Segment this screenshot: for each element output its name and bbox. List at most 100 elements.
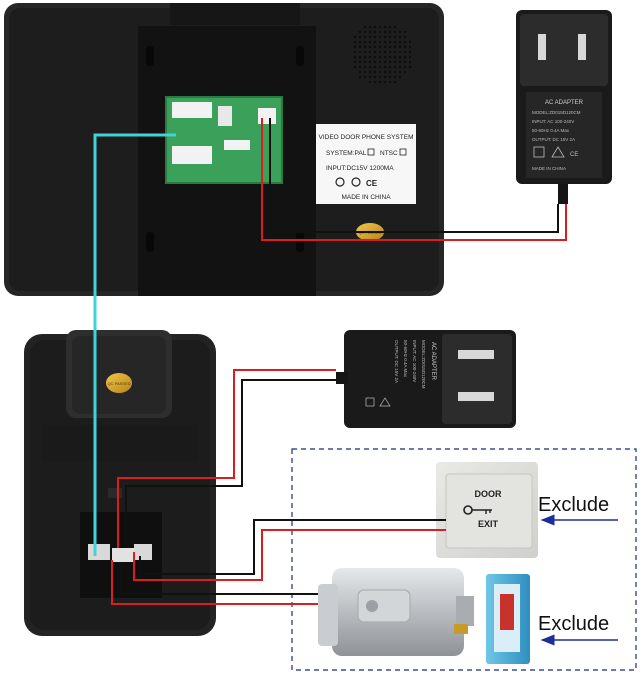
speaker-hole	[383, 55, 387, 59]
adapter-top-freq: 50-60Hz 0.4A Max	[532, 128, 570, 133]
lock-side-cover	[318, 584, 338, 646]
adapter-top-input: INPUT: AC 100-240V	[532, 119, 574, 124]
speaker-hole	[393, 35, 397, 39]
speaker-hole	[373, 70, 377, 74]
speaker-hole	[388, 30, 392, 34]
speaker-hole	[393, 55, 397, 59]
monitor-label-ntsc: NTSC	[380, 150, 398, 157]
exclude-label-lock: Exclude	[538, 613, 609, 635]
speaker-hole	[358, 45, 362, 49]
exit-button-door-text: DOOR	[475, 489, 503, 499]
speaker-hole	[408, 45, 412, 49]
speaker-hole	[373, 30, 377, 34]
terminal-block	[88, 544, 110, 560]
speaker-hole	[398, 35, 402, 39]
speaker-hole	[373, 25, 377, 29]
speaker-hole	[373, 75, 377, 79]
monitor-label-title: VIDEO DOOR PHONE SYSTEM	[319, 134, 414, 141]
speaker-hole	[368, 50, 372, 54]
speaker-hole	[378, 45, 382, 49]
adapter-top-output: OUTPUT: DC 15V 2A	[532, 137, 575, 142]
wire-cyan-signal	[93, 133, 176, 556]
speaker-hole	[388, 25, 392, 29]
adapter-bottom-freq: 50-60Hz 0.4A Max	[403, 340, 408, 378]
adapter-bottom-title: AC ADAPTER	[430, 342, 436, 381]
speaker-hole	[368, 35, 372, 39]
speaker-hole	[383, 75, 387, 79]
adapter-cable-strain-relief	[558, 184, 568, 204]
speaker-hole	[408, 55, 412, 59]
speaker-hole	[403, 60, 407, 64]
speaker-hole	[378, 50, 382, 54]
speaker-hole	[398, 50, 402, 54]
lock-bolt	[456, 596, 474, 626]
double-insulation-icon	[365, 397, 375, 407]
speaker-hole	[383, 80, 387, 84]
speaker-hole	[373, 35, 377, 39]
recycle-icon	[351, 177, 361, 187]
plug-prong-icon	[458, 350, 494, 359]
wire-red-lock	[111, 560, 318, 605]
speaker-hole	[388, 75, 392, 79]
speaker-hole	[403, 50, 407, 54]
lock-cylinder-icon	[366, 600, 378, 612]
speaker-hole	[398, 30, 402, 34]
speaker-hole	[358, 55, 362, 59]
wire-black-camera-power	[125, 379, 336, 548]
speaker-hole	[408, 40, 412, 44]
speaker-hole	[363, 75, 367, 79]
speaker-hole	[383, 65, 387, 69]
speaker-hole	[403, 45, 407, 49]
speaker-hole	[358, 65, 362, 69]
speaker-hole	[393, 45, 397, 49]
speaker-hole	[388, 55, 392, 59]
speaker-hole	[408, 65, 412, 69]
qc-seal-icon	[106, 373, 132, 393]
speaker-hole	[383, 25, 387, 29]
double-insulation-icon	[533, 146, 545, 158]
annotation-exclude-lock: Exclude	[538, 613, 618, 646]
speaker-hole	[388, 50, 392, 54]
speaker-hole	[363, 25, 367, 29]
speaker-hole	[368, 55, 372, 59]
speaker-hole	[368, 40, 372, 44]
speaker-hole	[388, 60, 392, 64]
exit-button-exit-text: EXIT	[478, 519, 499, 529]
speaker-hole	[368, 80, 372, 84]
power-adapter-monitor: AC ADAPTER MODEL:ZD015D120CM INPUT: AC 1…	[516, 10, 612, 204]
wire-red-monitor-power	[261, 118, 567, 241]
key-icon	[463, 505, 492, 515]
speaker-hole	[373, 45, 377, 49]
speaker-hole	[398, 40, 402, 44]
speaker-hole	[363, 30, 367, 34]
speaker-hole	[368, 45, 372, 49]
speaker-hole	[363, 45, 367, 49]
speaker-hole	[378, 40, 382, 44]
speaker-hole	[368, 65, 372, 69]
speaker-hole	[393, 60, 397, 64]
speaker-hole	[383, 35, 387, 39]
speaker-hole	[383, 70, 387, 74]
speaker-hole	[393, 50, 397, 54]
electric-lock	[318, 568, 530, 664]
speaker-hole	[363, 70, 367, 74]
speaker-hole	[358, 75, 362, 79]
speaker-hole	[383, 50, 387, 54]
speaker-hole	[363, 60, 367, 64]
speaker-hole	[353, 45, 357, 49]
wire-red-camera-power	[117, 369, 336, 548]
exclude-label-button: Exclude	[538, 494, 609, 516]
speaker-hole	[368, 25, 372, 29]
speaker-hole	[363, 35, 367, 39]
speaker-hole	[363, 55, 367, 59]
terminal-block	[112, 548, 134, 562]
speaker-hole	[353, 55, 357, 59]
plug-prong-icon	[458, 392, 494, 401]
speaker-hole	[358, 50, 362, 54]
speaker-hole	[403, 35, 407, 39]
speaker-hole	[373, 55, 377, 59]
connector-block	[172, 146, 212, 164]
speaker-hole	[378, 70, 382, 74]
